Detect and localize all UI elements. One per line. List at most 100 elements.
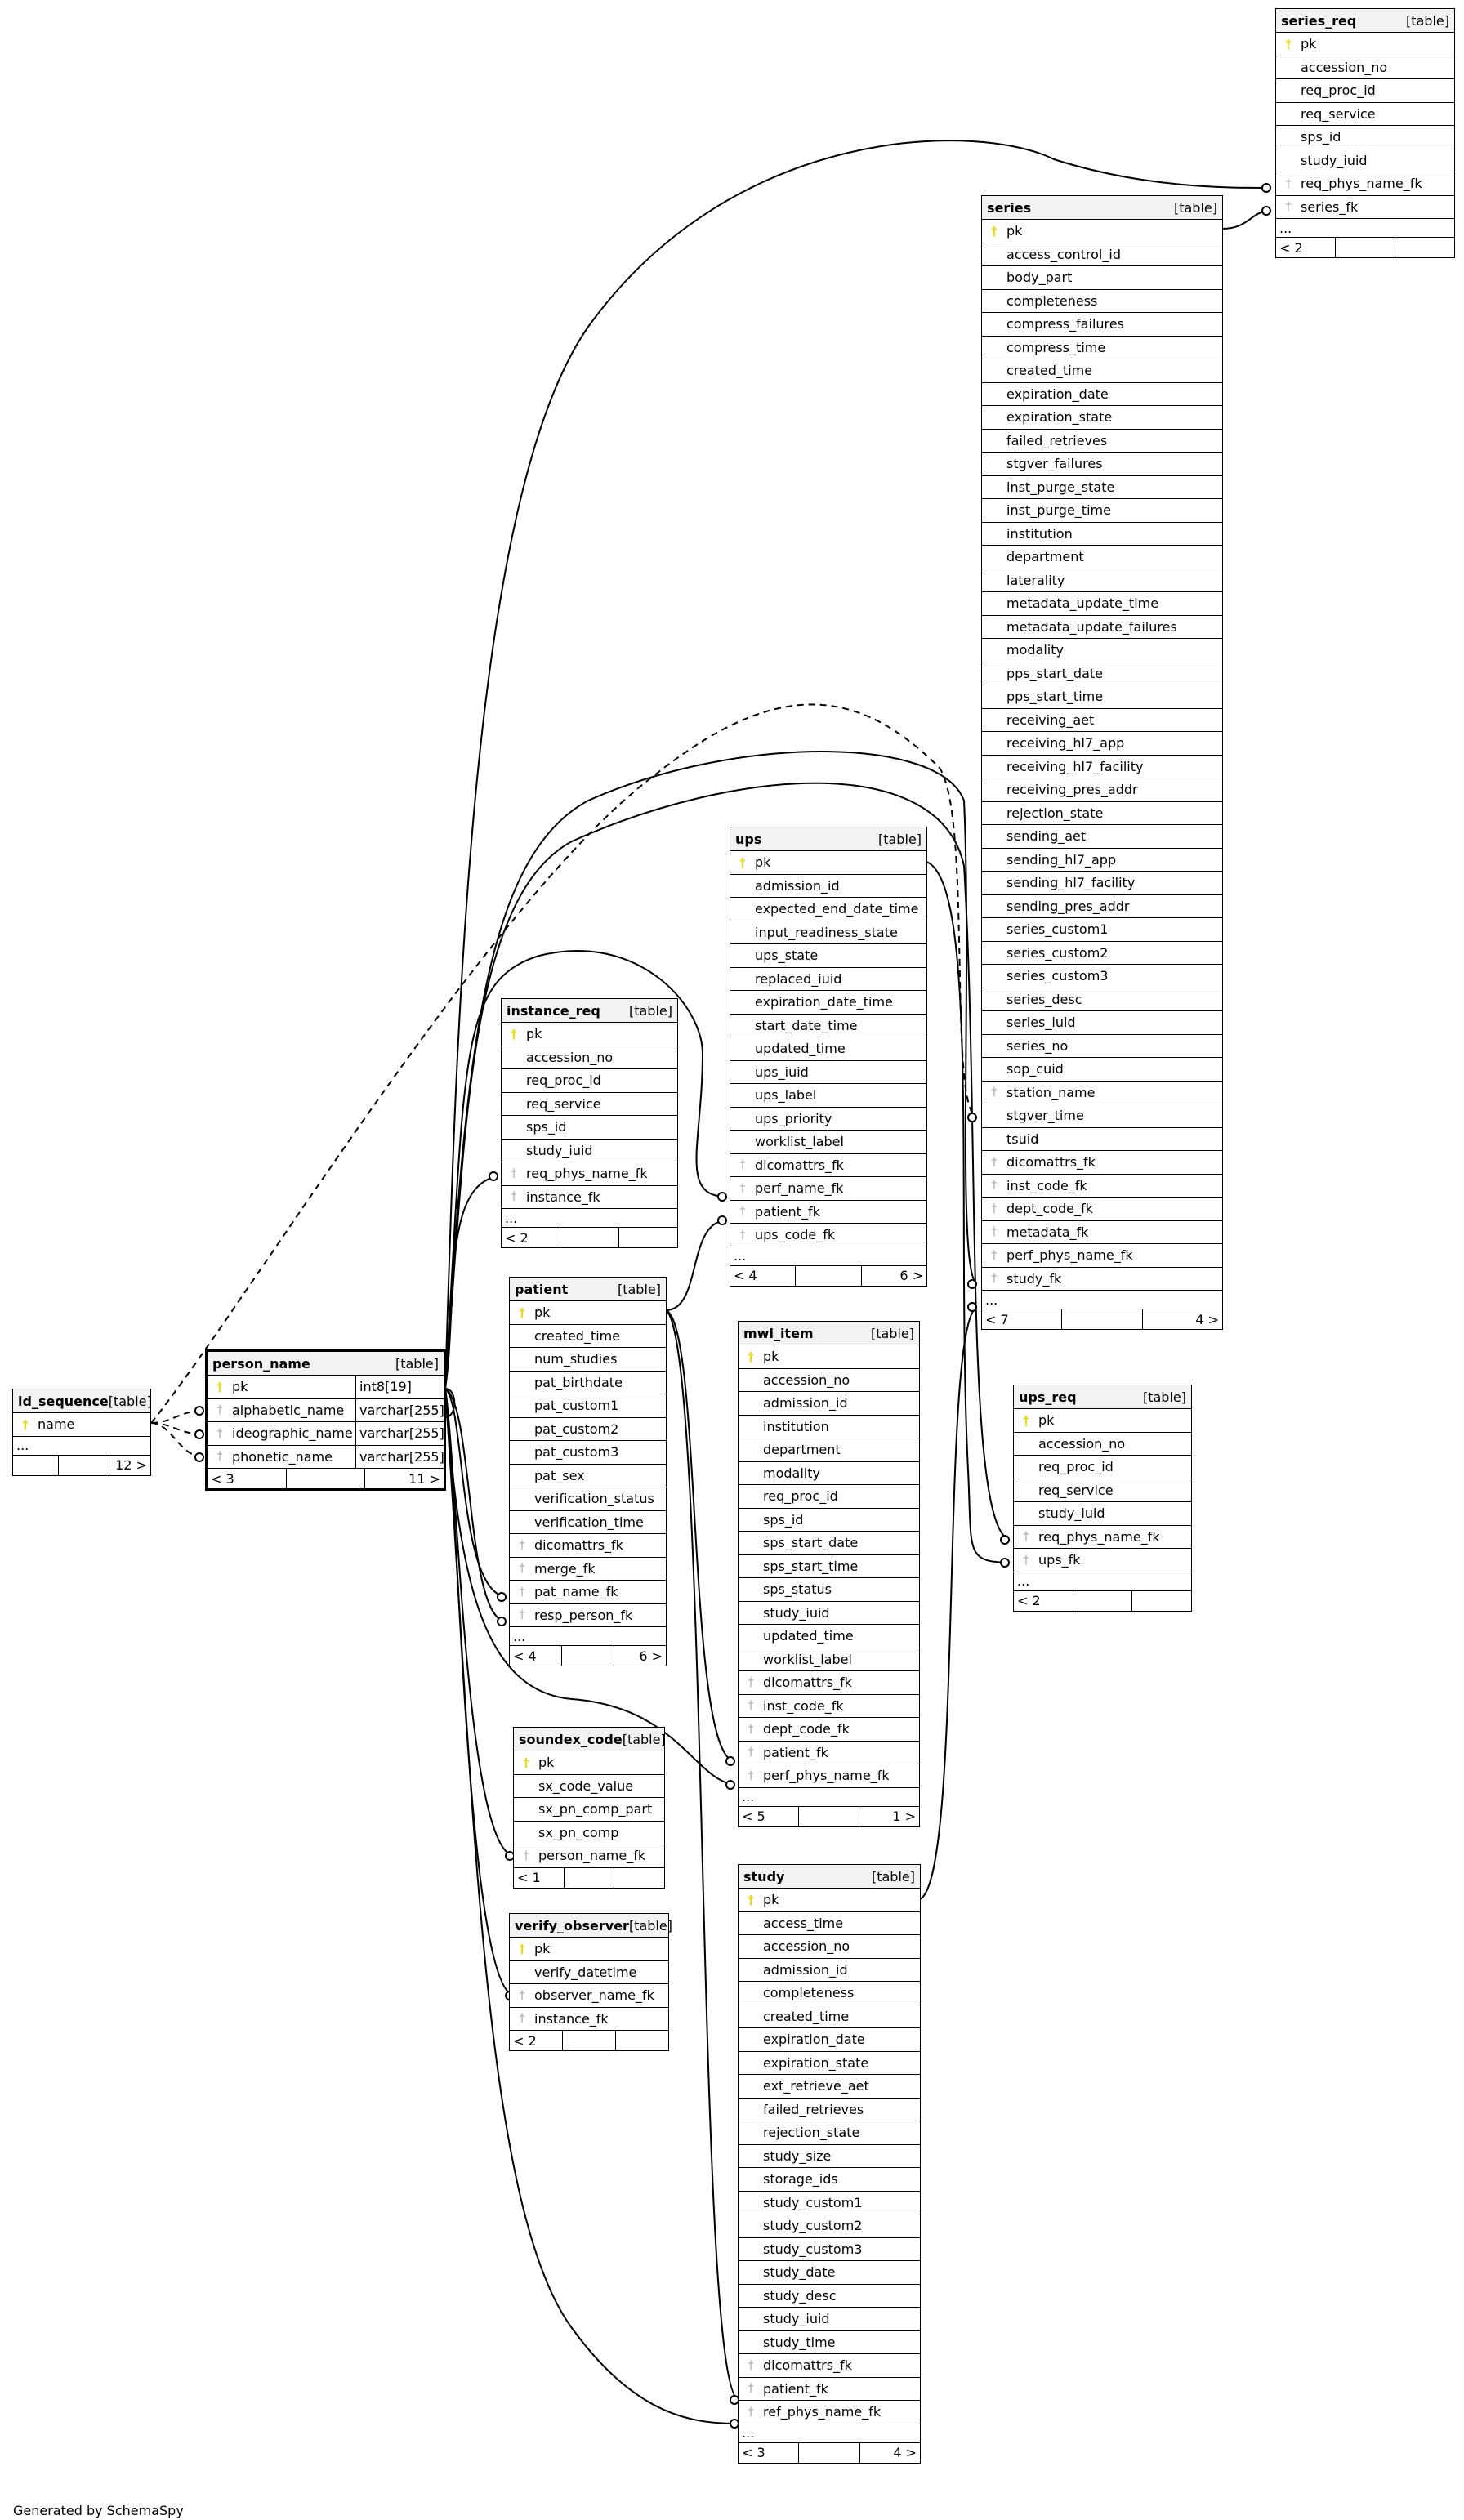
column-row[interactable]: sps_start_date xyxy=(739,1532,919,1555)
column-row[interactable]: receiving_aet xyxy=(982,709,1222,732)
column-row[interactable]: sop_cuid xyxy=(982,1058,1222,1082)
column-row[interactable]: †pk xyxy=(982,220,1222,243)
column-row[interactable]: receiving_hl7_facility xyxy=(982,756,1222,778)
column-row[interactable]: worklist_label xyxy=(730,1131,926,1154)
column-row[interactable]: †patient_fk xyxy=(739,1742,919,1764)
column-row[interactable]: receiving_hl7_app xyxy=(982,732,1222,756)
column-row[interactable]: study_time xyxy=(739,2331,920,2354)
column-row[interactable]: †patient_fk xyxy=(739,2378,920,2401)
child-count[interactable]: 1 > xyxy=(892,1809,916,1824)
column-row[interactable]: department xyxy=(739,1438,919,1462)
column-row[interactable]: sending_hl7_app xyxy=(982,849,1222,872)
column-row[interactable]: †perf_name_fk xyxy=(730,1177,926,1201)
parent-count[interactable]: < 4 xyxy=(730,1265,797,1286)
table-name[interactable]: ups xyxy=(735,831,762,847)
column-row[interactable]: created_time xyxy=(739,2005,920,2028)
column-row[interactable]: †req_phys_name_fk xyxy=(1014,1526,1191,1549)
column-row[interactable]: expiration_date xyxy=(982,383,1222,406)
column-row[interactable]: failed_retrieves xyxy=(739,2099,920,2121)
column-row[interactable]: rejection_state xyxy=(739,2121,920,2145)
column-row[interactable]: accession_no xyxy=(739,1369,919,1392)
column-row[interactable]: verification_status xyxy=(510,1487,666,1511)
column-row[interactable]: study_iuid xyxy=(1276,149,1454,172)
column-row[interactable]: †inst_code_fk xyxy=(739,1695,919,1718)
column-row[interactable]: compress_failures xyxy=(982,313,1222,337)
more-columns-indicator[interactable]: ... xyxy=(739,1788,919,1807)
more-columns-indicator[interactable]: ... xyxy=(502,1209,677,1228)
column-row[interactable]: †pk xyxy=(739,1889,920,1912)
column-row[interactable]: †perf_phys_name_fk xyxy=(982,1244,1222,1268)
column-row[interactable]: receiving_pres_addr xyxy=(982,778,1222,802)
more-columns-indicator[interactable]: ... xyxy=(739,2424,920,2443)
column-row[interactable]: sending_hl7_facility xyxy=(982,872,1222,895)
column-row[interactable]: pat_custom2 xyxy=(510,1418,666,1441)
column-row[interactable]: expected_end_date_time xyxy=(730,898,926,921)
table-name[interactable]: series xyxy=(987,199,1032,216)
column-row[interactable]: storage_ids xyxy=(739,2168,920,2192)
column-row[interactable]: tsuid xyxy=(982,1128,1222,1151)
column-row[interactable]: req_proc_id xyxy=(1014,1456,1191,1479)
table-name[interactable]: instance_req xyxy=(507,1002,600,1019)
column-row[interactable]: inst_purge_state xyxy=(982,476,1222,499)
parent-count[interactable]: < 2 xyxy=(1014,1590,1073,1611)
column-row[interactable]: series_custom1 xyxy=(982,918,1222,942)
table-name[interactable]: patient xyxy=(515,1281,569,1297)
column-row[interactable]: updated_time xyxy=(730,1037,926,1061)
column-row[interactable]: †dicomattrs_fk xyxy=(730,1154,926,1177)
parent-count[interactable]: < 2 xyxy=(1276,238,1336,257)
column-row[interactable]: sx_code_value xyxy=(514,1775,664,1798)
child-count[interactable]: 4 > xyxy=(893,2445,917,2460)
column-row[interactable]: †pk xyxy=(1276,33,1454,56)
column-row[interactable]: ups_label xyxy=(730,1084,926,1108)
parent-count[interactable] xyxy=(13,1455,60,1475)
more-columns-indicator[interactable]: ... xyxy=(730,1247,926,1266)
column-row[interactable]: study_iuid xyxy=(1014,1502,1191,1526)
column-row[interactable]: †merge_fk xyxy=(510,1558,666,1581)
column-row[interactable]: series_iuid xyxy=(982,1011,1222,1035)
column-row[interactable]: expiration_state xyxy=(739,2052,920,2075)
column-row[interactable]: †pk xyxy=(510,1301,666,1325)
column-row[interactable]: verify_datetime xyxy=(510,1961,668,1984)
column-row[interactable]: sps_id xyxy=(502,1116,677,1140)
column-row[interactable]: expiration_date xyxy=(739,2028,920,2052)
column-row[interactable]: study_iuid xyxy=(502,1140,677,1162)
parent-count[interactable]: < 7 xyxy=(982,1309,1063,1329)
column-row[interactable]: †pat_name_fk xyxy=(510,1581,666,1604)
column-row[interactable]: †req_phys_name_fk xyxy=(502,1162,677,1186)
column-row[interactable]: compress_time xyxy=(982,337,1222,359)
column-row[interactable]: ups_state xyxy=(730,944,926,968)
column-row[interactable]: sending_aet xyxy=(982,825,1222,849)
column-row[interactable]: sx_pn_comp xyxy=(514,1822,664,1844)
child-count[interactable] xyxy=(619,1228,677,1247)
column-row[interactable]: study_date xyxy=(739,2261,920,2285)
parent-count[interactable]: < 3 xyxy=(208,1469,287,1488)
column-row[interactable]: start_date_time xyxy=(730,1015,926,1037)
column-row[interactable]: expiration_date_time xyxy=(730,991,926,1015)
column-row[interactable]: pat_custom3 xyxy=(510,1441,666,1465)
column-row[interactable]: admission_id xyxy=(739,1392,919,1416)
column-row[interactable]: †req_phys_name_fk xyxy=(1276,172,1454,196)
column-row[interactable]: sps_id xyxy=(1276,126,1454,149)
column-row[interactable]: institution xyxy=(739,1416,919,1438)
column-row[interactable]: sps_id xyxy=(739,1509,919,1532)
more-columns-indicator[interactable]: ... xyxy=(982,1291,1222,1309)
column-row[interactable]: pps_start_date xyxy=(982,662,1222,685)
column-row[interactable]: †pk xyxy=(739,1345,919,1369)
column-row[interactable]: †pk xyxy=(510,1938,668,1961)
parent-count[interactable]: < 4 xyxy=(510,1646,562,1666)
column-row[interactable]: admission_id xyxy=(730,875,926,898)
column-row[interactable]: accession_no xyxy=(1276,56,1454,79)
column-row[interactable]: metadata_update_time xyxy=(982,592,1222,616)
parent-count[interactable]: < 2 xyxy=(502,1228,560,1247)
column-row[interactable]: sps_start_time xyxy=(739,1555,919,1578)
more-columns-indicator[interactable]: ... xyxy=(1014,1572,1191,1591)
column-row[interactable]: †resp_person_fk xyxy=(510,1604,666,1627)
column-row[interactable]: †dicomattrs_fk xyxy=(982,1151,1222,1175)
